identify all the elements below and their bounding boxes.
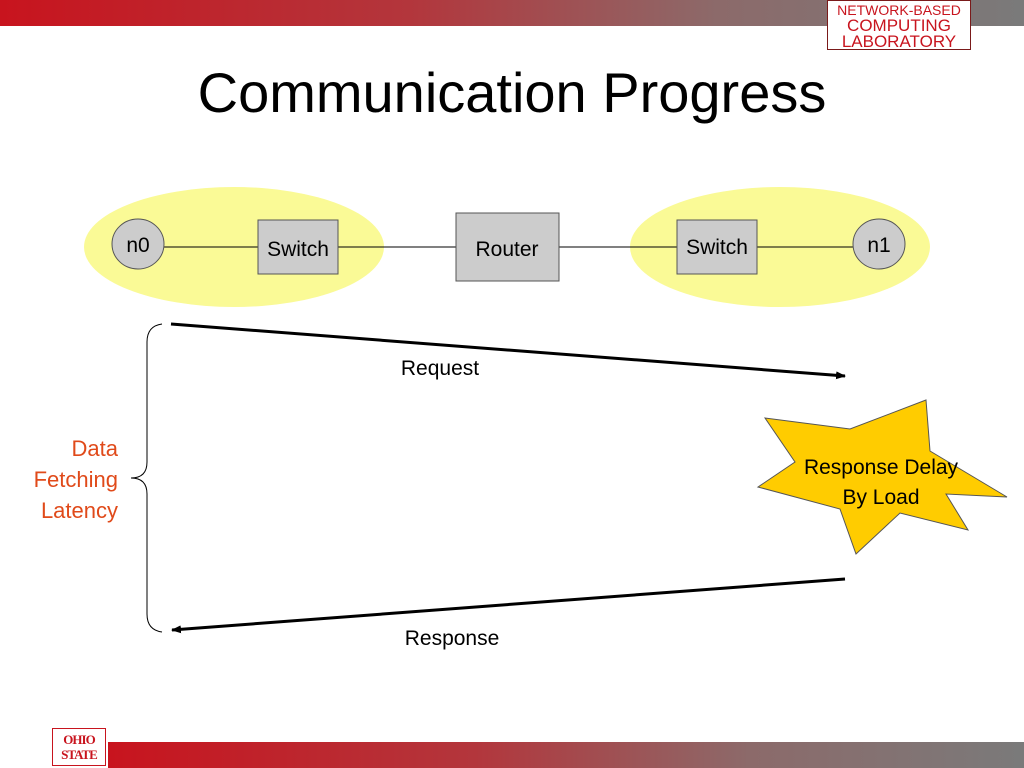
response-label: Response — [405, 627, 500, 650]
node-n1: n1 — [852, 218, 906, 270]
response-delay-burst — [756, 399, 1008, 555]
latency-brace — [130, 323, 163, 633]
lab-logo-line-1: NETWORK-BASED — [837, 2, 961, 18]
bottom-accent-bar — [108, 742, 1024, 768]
response-delay-label-line-2: By Load — [842, 486, 919, 509]
lab-logo-line-2: COMPUTING — [847, 16, 951, 35]
left-switch-label: Switch — [267, 238, 329, 261]
node-n0-label: n0 — [126, 234, 149, 257]
latency-label-line-3: Latency — [40, 498, 118, 523]
response-delay-label-line-1: Response Delay — [804, 456, 959, 479]
node-n1-label: n1 — [867, 234, 890, 257]
latency-label-line-2: Fetching — [33, 467, 118, 492]
request-label: Request — [401, 357, 479, 380]
lab-logo-line-3: LABORATORY — [841, 32, 957, 51]
university-logo-line-2: STATE — [61, 747, 98, 762]
response-arrow — [171, 577, 846, 634]
university-logo: OHIO STATE — [52, 728, 106, 766]
slide-title: Communication Progress — [197, 61, 827, 124]
router-label: Router — [475, 238, 538, 261]
request-arrow — [170, 322, 846, 380]
right-switch: Switch — [676, 219, 758, 275]
lab-logo: NETWORK-BASED COMPUTING LABORATORY — [827, 0, 971, 50]
router: Router — [455, 212, 560, 282]
node-n0: n0 — [111, 218, 165, 270]
latency-label-line-1: Data — [71, 436, 118, 461]
university-logo-line-1: OHIO — [63, 732, 95, 747]
right-switch-label: Switch — [686, 236, 748, 259]
left-switch: Switch — [257, 219, 339, 275]
data-fetching-latency-label: Data Fetching Latency — [0, 433, 118, 526]
